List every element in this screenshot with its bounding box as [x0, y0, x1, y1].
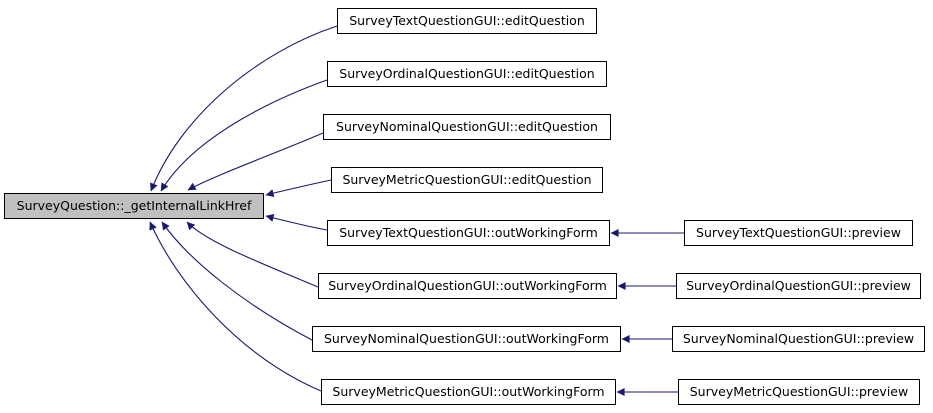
- node-surveyordinalquestiongui-outworkingform[interactable]: SurveyOrdinalQuestionGUI::outWorkingForm: [318, 273, 617, 299]
- node-surveynominalquestiongui-outworkingform[interactable]: SurveyNominalQuestionGUI::outWorkingForm: [312, 326, 621, 352]
- node-surveyordinalquestiongui-editquestion[interactable]: SurveyOrdinalQuestionGUI::editQuestion: [327, 61, 607, 87]
- node-surveymetricquestiongui-preview[interactable]: SurveyMetricQuestionGUI::preview: [678, 379, 920, 405]
- edge-nominal-outworkingform-to-root: [161, 221, 313, 341]
- node-surveyordinalquestiongui-preview[interactable]: SurveyOrdinalQuestionGUI::preview: [676, 273, 921, 299]
- node-surveytextquestiongui-outworkingform[interactable]: SurveyTextQuestionGUI::outWorkingForm: [327, 220, 610, 246]
- node-surveymetricquestiongui-editquestion[interactable]: SurveyMetricQuestionGUI::editQuestion: [331, 167, 603, 193]
- node-surveynominalquestiongui-editquestion[interactable]: SurveyNominalQuestionGUI::editQuestion: [323, 114, 611, 140]
- edge-metric-editquestion-to-root: [265, 179, 332, 198]
- node-surveynominalquestiongui-preview[interactable]: SurveyNominalQuestionGUI::preview: [672, 326, 925, 352]
- edge-text-editquestion-to-root: [150, 25, 338, 192]
- node-surveymetricquestiongui-outworkingform[interactable]: SurveyMetricQuestionGUI::outWorkingForm: [321, 379, 616, 405]
- edge-ordinal-outworkingform-to-root: [186, 221, 319, 288]
- node-surveytextquestiongui-preview[interactable]: SurveyTextQuestionGUI::preview: [684, 220, 913, 246]
- edge-metric-outworkingform-to-root: [149, 221, 322, 392]
- edge-ordinal-editquestion-to-root: [160, 79, 328, 192]
- edge-nominal-editquestion-to-root: [187, 132, 324, 191]
- node-surveyquestion-getinternallinkhref: SurveyQuestion::_getInternalLinkHref: [4, 193, 264, 219]
- edge-text-outworkingform-to-root: [265, 213, 328, 231]
- node-surveytextquestiongui-editquestion[interactable]: SurveyTextQuestionGUI::editQuestion: [337, 8, 597, 34]
